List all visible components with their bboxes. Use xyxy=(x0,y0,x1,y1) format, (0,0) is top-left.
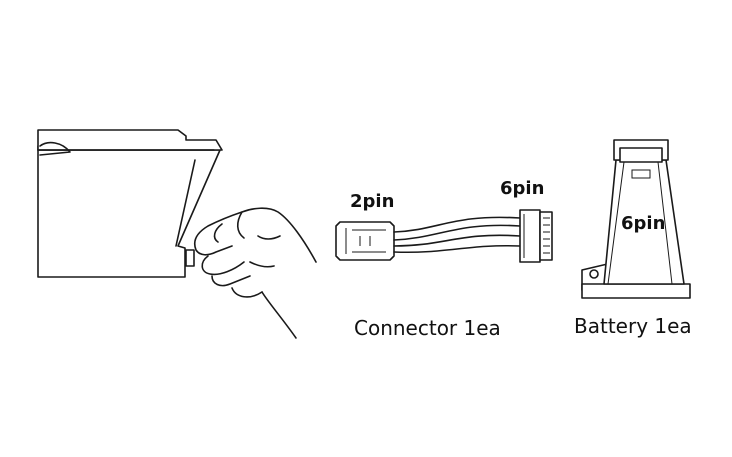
connector-2pin-label: 2pin xyxy=(350,191,395,212)
connector-2pin-plug xyxy=(335,221,395,261)
device-housing xyxy=(37,129,223,278)
connector-6pin-plug xyxy=(519,209,553,263)
connector-wires xyxy=(393,216,521,254)
connector-caption: Connector 1ea xyxy=(354,316,501,340)
hand-illustration xyxy=(193,207,317,339)
connector-6pin-label: 6pin xyxy=(500,178,545,199)
battery-caption: Battery 1ea xyxy=(574,314,692,338)
battery-6pin-label: 6pin xyxy=(621,213,666,234)
battery-body xyxy=(581,139,691,299)
